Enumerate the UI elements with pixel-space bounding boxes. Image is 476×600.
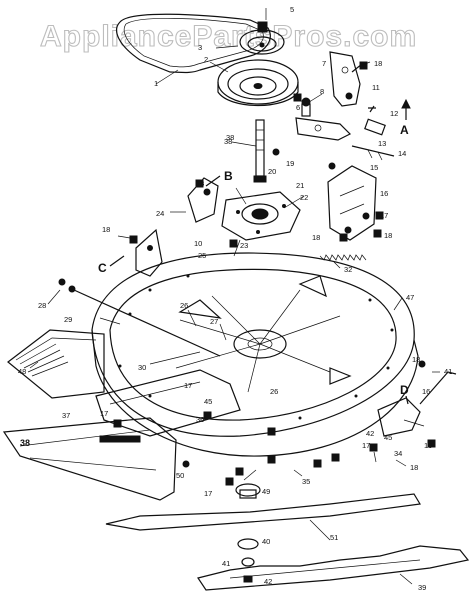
decal-number: 38 (20, 438, 30, 448)
drive-belt (116, 13, 271, 74)
part-label: 22 (300, 193, 308, 202)
part-label: 19 (286, 159, 294, 168)
blade-adapter (235, 483, 261, 583)
part-label: 12 (390, 109, 398, 118)
part-label: 36 (196, 415, 204, 424)
idler-bracket (329, 51, 363, 107)
spindle-shaft (253, 119, 267, 183)
lift-arm-assembly (295, 97, 395, 161)
part-label: 17 (380, 211, 388, 220)
part-label: 24 (156, 209, 164, 218)
deck-hanger-bracket (327, 165, 377, 241)
part-label: 17 (362, 441, 370, 450)
part-label: 28 (38, 301, 46, 310)
part-label: 34 (394, 449, 402, 458)
part-label: 39 (418, 583, 426, 592)
part-label: 45 (384, 433, 392, 442)
part-label: 2 (204, 55, 208, 64)
part-label: 16 (422, 387, 430, 396)
part-label: 35 (302, 477, 310, 486)
part-label: 10 (424, 441, 432, 450)
spindle-housing (221, 191, 301, 241)
view-label-b: B (224, 169, 233, 183)
part-label: 29 (64, 315, 72, 324)
part-label: 10 (194, 239, 202, 248)
part-label: 37 (62, 411, 70, 420)
part-label: 38 (224, 137, 232, 146)
hardware-bolts (58, 61, 436, 486)
part-callouts: 5 1 2 3 7 18 8 6 11 12 13 14 15 16 17 18… (18, 5, 452, 592)
part-label: 18 (312, 233, 320, 242)
part-label: 38 (226, 133, 234, 142)
discharge-chute (7, 329, 105, 399)
part-label: 1 (154, 79, 158, 88)
part-label: 20 (268, 167, 276, 176)
idler-pulley (239, 21, 285, 55)
part-label: 23 (240, 241, 248, 250)
part-label: 16 (380, 189, 388, 198)
part-label: 15 (370, 163, 378, 172)
part-label: 42 (264, 577, 272, 586)
part-label: 45 (204, 397, 212, 406)
part-label: 48 (18, 367, 26, 376)
mulch-plate (95, 369, 241, 437)
part-label: 18 (412, 355, 420, 364)
blade-lower (197, 545, 470, 591)
main-pulley (217, 59, 299, 107)
deck-decal: 38 (2, 417, 177, 501)
part-label: 8 (320, 87, 324, 96)
part-label: 27 (210, 317, 218, 326)
part-label: 14 (398, 149, 406, 158)
mower-deck (91, 252, 419, 457)
part-label: 6 (296, 103, 300, 112)
part-label: 17 (184, 381, 192, 390)
part-label: 13 (378, 139, 386, 148)
view-label-d: D (400, 383, 409, 397)
part-label: 30 (138, 363, 146, 372)
blade-upper (105, 493, 421, 531)
part-label: 42 (366, 429, 374, 438)
adjustment-rod (68, 285, 221, 357)
part-label: 3 (198, 43, 202, 52)
part-label: 18 (374, 59, 382, 68)
view-label-a: A (400, 123, 409, 137)
leader-lines (29, 8, 440, 585)
part-label: 40 (262, 537, 270, 546)
part-label: 50 (176, 471, 184, 480)
part-label: 51 (330, 533, 338, 542)
view-label-c: C (98, 261, 107, 275)
part-label: 21 (296, 181, 304, 190)
part-label: 47 (406, 293, 414, 302)
view-indicators: A B C D (98, 98, 411, 405)
part-label: 5 (290, 5, 294, 14)
bracket-c (135, 228, 163, 277)
part-label: 17 (204, 489, 212, 498)
part-label: 17 (100, 409, 108, 418)
part-label: 49 (262, 487, 270, 496)
watermark: AppliancePartsPros.com (40, 20, 417, 53)
part-label: 32 (344, 265, 352, 274)
part-label: 18 (102, 225, 110, 234)
part-label: 7 (322, 59, 326, 68)
part-label: 18 (384, 231, 392, 240)
rear-bracket (377, 371, 457, 437)
part-label: 25 (198, 251, 206, 260)
part-label: 41 (222, 559, 230, 568)
part-label: 41 (444, 367, 452, 376)
part-label: 26 (180, 301, 188, 310)
part-label: 18 (410, 463, 418, 472)
part-label: 18 (196, 179, 204, 188)
part-label: 11 (372, 83, 380, 92)
deck-spring (319, 254, 367, 261)
part-label: 26 (270, 387, 278, 396)
